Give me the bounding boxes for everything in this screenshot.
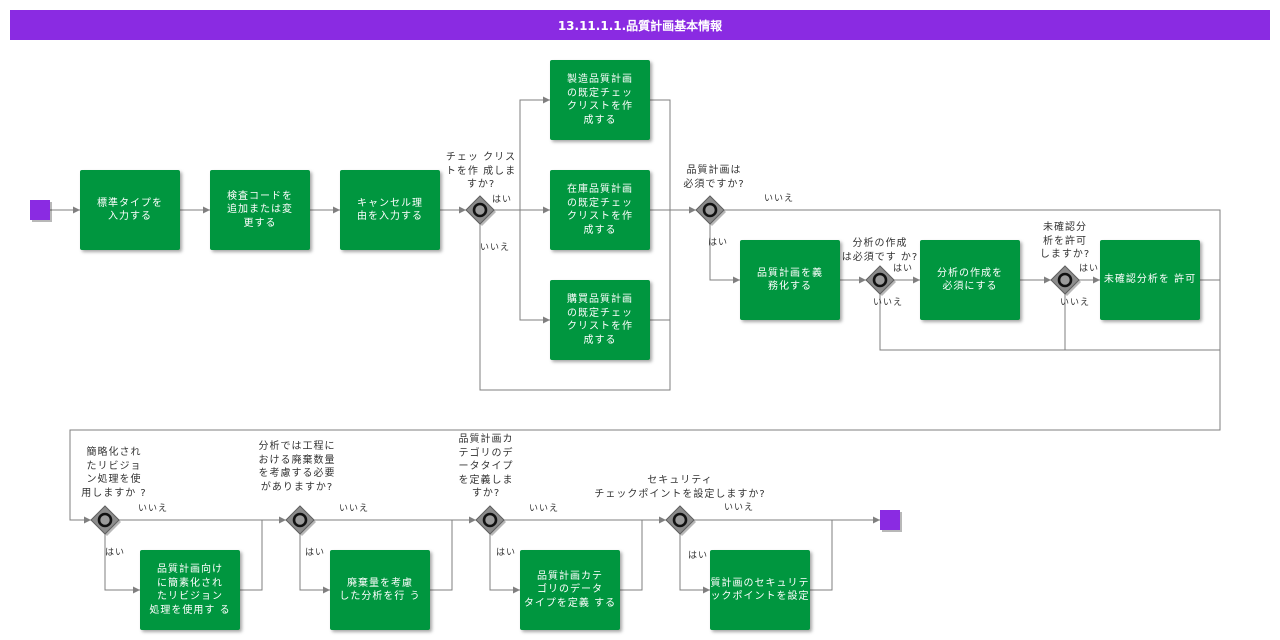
gateway-question-analysis-required: 分析の作成 は必須です か? xyxy=(841,238,919,263)
task-allow-unconfirmed-analysis: 未確認分析を 許可 xyxy=(1100,240,1200,320)
task-enter-standard-type: 標準タイプを 入力する xyxy=(80,170,180,250)
gateway-no-label: いいえ xyxy=(339,504,370,514)
gateway-question-security: セキュリティ チェックポイントを設定しますか? xyxy=(594,475,766,500)
flow-simplified-revision-yes xyxy=(104,534,140,594)
gateway-yes-label: はい xyxy=(688,551,709,561)
flow-category-yes xyxy=(489,534,520,594)
gateway-quality-plan-required xyxy=(695,195,726,226)
end-event-icon xyxy=(880,510,900,530)
inclusive-gateway-icon xyxy=(482,512,498,528)
flow-simplified-revision-merge xyxy=(240,520,263,591)
flow-analysis-required-no xyxy=(879,294,1220,351)
flow-security-merge xyxy=(810,520,833,591)
flow-yes-to-purchasing-checklist xyxy=(519,210,550,324)
task-set-security-checkpoint: 質計画のセキュリテ ックポイントを設定 xyxy=(710,550,810,630)
task-label: 製造品質計画 の既定チェッ クリストを作 成する xyxy=(567,74,633,126)
task-label: 購買品質計画 の既定チェッ クリストを作 成する xyxy=(567,294,633,346)
gateway-no-label: いいえ xyxy=(138,504,169,514)
gateway-no-label: いいえ xyxy=(724,503,755,513)
flow-checklist-no xyxy=(479,224,671,391)
inclusive-gateway-icon xyxy=(672,512,688,528)
task-make-quality-plan-mandatory: 品質計画を義 務化する xyxy=(740,240,840,320)
task-label: 廃棄量を考慮 した分析を行 う xyxy=(339,577,421,603)
sequence-flows-row2 xyxy=(104,516,880,594)
gateway-question-plan-required: 品質計画は 必須ですか? xyxy=(683,165,745,190)
gateway-yes-label: はい xyxy=(893,264,914,274)
flow-category-merge xyxy=(620,520,643,591)
flow-purchasing-checklist-merge xyxy=(650,210,671,321)
task-create-inventory-checklist: 在庫品質計画 の既定チェッ クリストを作 成する xyxy=(550,170,650,250)
gateway-no-label: いいえ xyxy=(1060,298,1091,308)
task-create-manufacturing-checklist: 製造品質計画 の既定チェッ クリストを作 成する xyxy=(550,60,650,140)
task-label: キャンセル理 由を入力する xyxy=(357,197,423,223)
gateway-no-label: いいえ xyxy=(529,504,560,514)
gateway-no-label: いいえ xyxy=(480,243,511,253)
task-label: 質計画のセキュリテ ックポイントを設定 xyxy=(710,577,810,603)
task-define-category-datatype: 品質計画カテ ゴリのデータ タイプを定義 する xyxy=(520,550,620,630)
gateway-yes-label: はい xyxy=(1079,264,1100,274)
task-use-simplified-revision: 品質計画向け に簡素化され たリビジョン 処理を使用す る xyxy=(140,550,240,630)
flow-scrap-merge xyxy=(430,520,453,591)
end-event xyxy=(880,510,902,532)
task-require-analysis: 分析の作成を 必須にする xyxy=(920,240,1020,320)
start-event-icon xyxy=(30,200,50,220)
task-label: 品質計画向け に簡素化され たリビジョン 処理を使用す る xyxy=(149,564,231,616)
gateway-question-checklist: チェッ クリス トを作 成しま すか? xyxy=(445,152,517,190)
gateway-simplified-revision xyxy=(90,505,121,536)
gateway-yes-label: はい xyxy=(708,238,729,248)
inclusive-gateway-icon xyxy=(97,512,113,528)
task-create-purchasing-checklist: 購買品質計画 の既定チェッ クリストを作 成する xyxy=(550,280,650,360)
gateway-question-unconfirmed: 未確認分 析を許可 しますか? xyxy=(1039,222,1091,260)
gateway-no-label: いいえ xyxy=(764,194,795,204)
gateway-checklist xyxy=(465,195,496,226)
inclusive-gateway-icon xyxy=(292,512,308,528)
gateway-yes-label: はい xyxy=(305,548,326,558)
inclusive-gateway-icon xyxy=(472,202,488,218)
task-label: 未確認分析を 許可 xyxy=(1103,274,1197,286)
gateway-yes-label: はい xyxy=(105,548,126,558)
inclusive-gateway-icon xyxy=(1057,272,1073,288)
flow-security-yes xyxy=(679,534,710,594)
page-title: 13.11.1.1.品質計画基本情報 xyxy=(10,10,1270,40)
gateway-scrap-quantity xyxy=(285,505,316,536)
gateway-unconfirmed-analysis xyxy=(1050,265,1081,296)
gateway-yes-label: はい xyxy=(496,548,517,558)
task-label: 分析の作成を 必須にする xyxy=(937,267,1003,293)
gateway-analysis-required xyxy=(865,265,896,296)
task-label: 在庫品質計画 の既定チェッ クリストを作 成する xyxy=(567,184,633,236)
task-label: 品質計画を義 務化する xyxy=(757,267,823,293)
task-add-inspection-code: 検査コードを 追加または変 更する xyxy=(210,170,310,250)
inclusive-gateway-icon xyxy=(702,202,718,218)
inclusive-gateway-icon xyxy=(872,272,888,288)
task-label: 検査コードを 追加または変 更する xyxy=(227,190,293,229)
task-enter-cancel-reason: キャンセル理 由を入力する xyxy=(340,170,440,250)
gateway-question-simplified-revision: 簡略化され たリビジョ ン処理を使 用しますか ? xyxy=(81,447,147,499)
flow-plan-required-no xyxy=(69,209,1221,524)
flow-plan-required-yes xyxy=(709,224,740,284)
start-event xyxy=(30,200,52,222)
gateway-no-label: いいえ xyxy=(873,298,904,308)
flow-scrap-yes xyxy=(299,534,330,594)
gateway-security-checkpoint xyxy=(665,505,696,536)
sequence-flows-row1 xyxy=(50,96,1221,524)
gateway-category-datatype xyxy=(475,505,506,536)
flow-yes-to-manufacturing-checklist xyxy=(519,96,550,210)
gateway-yes-label: はい xyxy=(492,195,513,205)
task-consider-scrap-analysis: 廃棄量を考慮 した分析を行 う xyxy=(330,550,430,630)
gateway-question-scrap: 分析では工程に おける廃棄数量 を考慮する必要 がありますか? xyxy=(258,441,336,493)
task-label: 標準タイプを 入力する xyxy=(97,197,163,223)
task-label: 品質計画カテ ゴリのデータ タイプを定義 する xyxy=(523,570,617,609)
gateway-question-category: 品質計画カ テゴリのデ ータタイプ を定義しま すか? xyxy=(458,434,514,499)
flow-manufacturing-checklist-merge xyxy=(650,99,671,210)
